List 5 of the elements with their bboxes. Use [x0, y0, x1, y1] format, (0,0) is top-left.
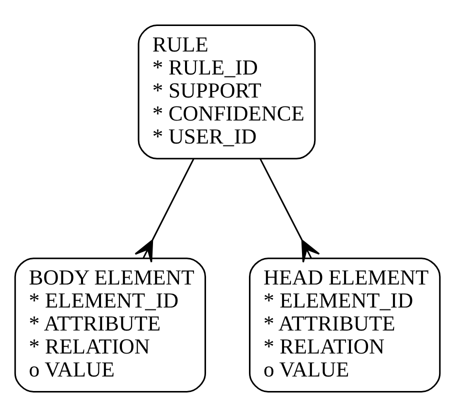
node-box: RULE * RULE_ID * SUPPORT * CONFIDENCE * USER_ID [137, 24, 316, 159]
connector [134, 158, 194, 262]
connector [259, 158, 320, 262]
node-box: HEAD ELEMENT * ELEMENT_ID * ATTRIBUTE * RELATION o VALUE [248, 257, 440, 392]
node-box: BODY ELEMENT * ELEMENT_ID * ATTRIBUTE * RELATION o VALUE [14, 257, 206, 392]
